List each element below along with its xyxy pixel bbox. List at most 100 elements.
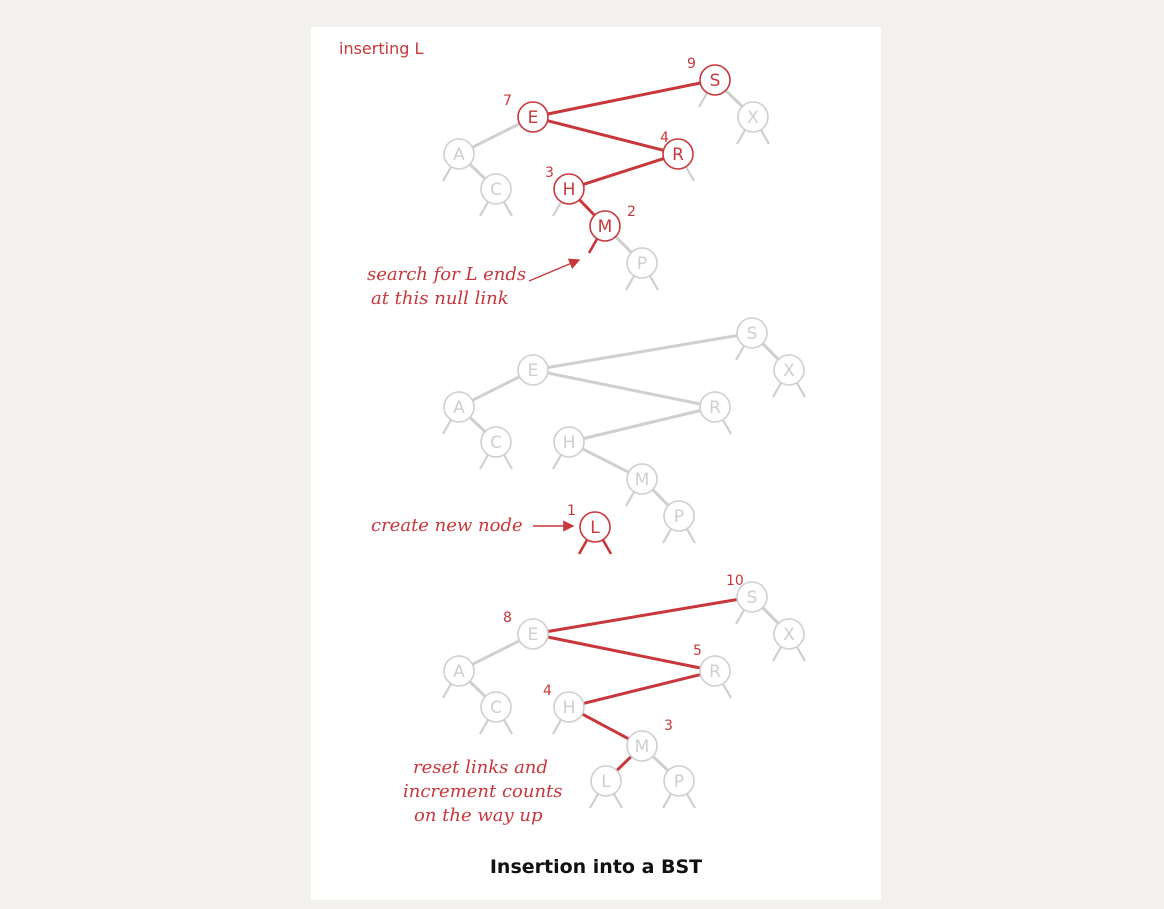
null-link-A-L xyxy=(442,683,452,699)
edge-H-M xyxy=(581,447,630,474)
null-link-P-R xyxy=(649,275,659,291)
node-key: M xyxy=(635,737,650,757)
null-link-S-L xyxy=(735,345,745,361)
node-key: S xyxy=(747,588,758,608)
node-R: R4 xyxy=(660,130,694,170)
node-count: 3 xyxy=(545,165,554,181)
node-C: C xyxy=(480,691,512,723)
node-key: S xyxy=(747,324,758,344)
node-S: S10 xyxy=(726,573,768,613)
node-circle xyxy=(736,581,768,613)
node-count: 8 xyxy=(503,610,512,626)
node-key: M xyxy=(635,470,650,490)
edge-S-X xyxy=(761,342,780,361)
node-key: A xyxy=(453,662,465,682)
search-note-line2: at this null link xyxy=(371,288,509,309)
null-link-P-L xyxy=(662,793,672,809)
node-C: C xyxy=(480,426,512,458)
null-link-X-R xyxy=(796,646,806,662)
null-link-P-L xyxy=(625,275,635,291)
edge-A-C xyxy=(468,163,487,180)
node-key: M xyxy=(598,217,613,237)
edge-M-P xyxy=(651,488,670,507)
node-circle xyxy=(553,426,585,458)
node-S: S xyxy=(736,317,768,349)
node-count: 1 xyxy=(567,503,576,519)
reset-note-line3: on the way up xyxy=(414,805,543,826)
edge-E-A xyxy=(471,639,521,666)
node-key: H xyxy=(563,433,576,453)
node-L: L xyxy=(590,765,622,797)
null-link-A-L xyxy=(442,419,452,435)
null-link-L-L xyxy=(589,793,599,809)
search-note-arrow xyxy=(528,258,581,282)
edge-S-E xyxy=(547,598,738,633)
figure-caption: Insertion into a BST xyxy=(490,856,702,878)
node-M: M xyxy=(626,463,658,495)
edge-H-M xyxy=(578,198,596,217)
node-circle xyxy=(699,655,731,687)
node-circle xyxy=(773,354,805,386)
null-link-L-R xyxy=(613,793,623,809)
node-key: R xyxy=(672,145,684,165)
node-count: 5 xyxy=(693,643,702,659)
edge-R-H xyxy=(583,673,701,705)
node-A: A xyxy=(443,655,475,687)
node-count: 4 xyxy=(660,130,669,146)
node-key: R xyxy=(709,662,721,682)
node-key: X xyxy=(783,625,795,645)
node-key: H xyxy=(563,180,576,200)
null-link-X-L xyxy=(772,646,782,662)
node-circle xyxy=(443,655,475,687)
null-link-H-L xyxy=(552,454,562,470)
node-circle xyxy=(590,765,622,797)
null-link-P-L xyxy=(662,528,672,544)
node-count: 4 xyxy=(543,683,552,699)
node-key: C xyxy=(490,180,502,200)
node-key: A xyxy=(453,145,465,165)
node-circle xyxy=(737,101,769,133)
edge-M-P xyxy=(651,755,670,772)
node-circle xyxy=(626,247,658,279)
node-circle xyxy=(517,354,549,386)
null-link-C-R xyxy=(503,454,513,470)
node-key: C xyxy=(490,433,502,453)
node-circle xyxy=(480,426,512,458)
edge-S-X xyxy=(761,606,780,625)
node-key: L xyxy=(590,518,600,538)
node-P: P xyxy=(626,247,658,279)
node-circle xyxy=(626,463,658,495)
null-link-H-L xyxy=(552,201,562,217)
node-count: 10 xyxy=(726,573,744,589)
node-C: C xyxy=(480,173,512,205)
edge-M-P xyxy=(614,235,633,254)
node-E: E8 xyxy=(503,610,549,650)
node-circle xyxy=(553,173,585,205)
node-circle xyxy=(699,391,731,423)
null-link-P-R xyxy=(686,528,696,544)
node-circle xyxy=(773,618,805,650)
null-link-A-L xyxy=(442,166,452,182)
node-key: R xyxy=(709,398,721,418)
node-circle xyxy=(517,618,549,650)
null-link-X-R xyxy=(760,129,770,145)
node-key: S xyxy=(710,71,721,91)
node-key: L xyxy=(601,772,611,792)
node-R: R xyxy=(699,391,731,423)
null-link-X-L xyxy=(736,129,746,145)
reset-note-line1: reset links and xyxy=(413,757,548,778)
node-E: E xyxy=(517,354,549,386)
node-R: R5 xyxy=(693,643,731,687)
node-M: M3 xyxy=(626,718,673,762)
node-circle xyxy=(480,691,512,723)
null-link-C-R xyxy=(503,719,513,735)
node-key: E xyxy=(528,361,539,381)
node-key: A xyxy=(453,398,465,418)
null-link-C-L xyxy=(479,201,489,217)
node-key: X xyxy=(783,361,795,381)
node-count: 7 xyxy=(503,93,512,109)
null-link-H-L xyxy=(552,719,562,735)
node-circle xyxy=(736,317,768,349)
